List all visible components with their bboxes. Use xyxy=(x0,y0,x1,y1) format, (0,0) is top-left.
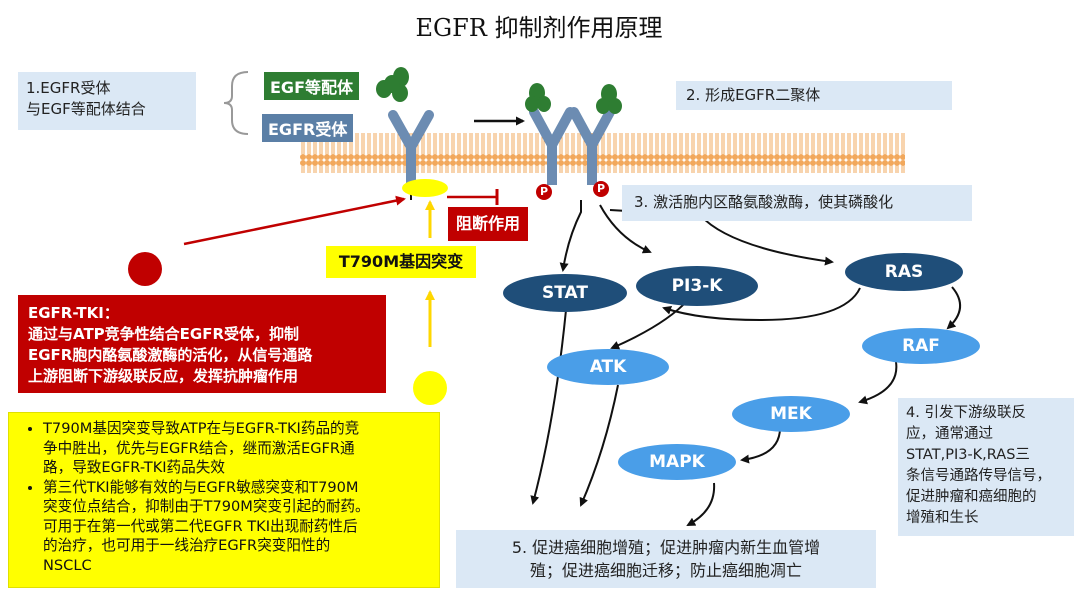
node-mek: MEK xyxy=(732,396,850,432)
node-pi3k: PI3-K xyxy=(636,266,758,306)
tki-line: 上游阻断下游级联反应，发挥抗肿瘤作用 xyxy=(28,367,299,385)
phospho-label: P xyxy=(539,185,549,198)
arrow-to-pi3k xyxy=(599,204,652,254)
arrow-ras-pi3k xyxy=(662,287,861,322)
arrow-ras-raf xyxy=(946,286,961,330)
tki-box: EGFR-TKI： 通过与ATP竞争性结合EGFR受体，抑制 EGFR胞内酪氨酸… xyxy=(18,295,386,393)
node-stat: STAT xyxy=(503,274,627,312)
arrow-mapk-out xyxy=(686,482,716,526)
step3-box: 3. 激活胞内区酪氨酸激酶，使其磷酸化 xyxy=(622,185,972,221)
atp-site-icon xyxy=(402,179,448,197)
notes-box: T790M基因突变导致ATP在与EGFR-TKI药品的竞 争中胜出，优先与EGF… xyxy=(8,412,440,588)
step2-box: 2. 形成EGFR二聚体 xyxy=(676,81,952,110)
egfr-dimer-icon xyxy=(529,107,615,185)
note-item: T790M基因突变导致ATP在与EGFR-TKI药品的竞 争中胜出，优先与EGF… xyxy=(43,419,431,478)
arrow-pi3k-atk xyxy=(610,299,689,350)
block-label: 阻断作用 xyxy=(448,207,528,241)
egf-ligand-icon xyxy=(376,67,409,102)
arrow-mek-mapk xyxy=(740,427,781,464)
step1-line: 1.EGFR受体 xyxy=(26,79,111,97)
tki-heading: EGFR-TKI： xyxy=(28,304,119,322)
egf-ligand-tag: EGF等配体 xyxy=(264,72,359,100)
node-raf: RAF xyxy=(862,328,980,364)
arrow-stat-out xyxy=(530,309,567,505)
phospho-label: P xyxy=(596,182,606,195)
arrow-to-stat xyxy=(559,200,582,272)
step4-box: 4. 引发下游级联反 应，通常通过 STAT,PI3-K,RAS三 条信号通路传… xyxy=(898,398,1074,536)
node-ras: RAS xyxy=(845,253,963,291)
cell-membrane xyxy=(300,133,905,173)
note-item: 第三代TKI能够有效的与EGFR敏感突变和T790M 突变位点结合，抑制由于T7… xyxy=(43,478,431,576)
node-atk: ATK xyxy=(547,349,669,385)
arrow-raf-mek xyxy=(858,361,898,405)
phosphate-icon xyxy=(536,181,609,200)
page-title: EGFR 抑制剂作用原理 xyxy=(415,14,663,42)
step1-box: 1.EGFR受体 与EGF等配体结合 xyxy=(18,72,196,130)
egf-ligand-icon xyxy=(525,83,622,114)
tki-dot xyxy=(128,252,162,286)
tki-line: 通过与ATP竞争性结合EGFR受体，抑制 xyxy=(28,325,300,343)
egfr-receptor-tag: EGFR受体 xyxy=(262,114,354,142)
arrow-atk-out xyxy=(579,384,619,507)
brace-icon xyxy=(223,71,249,135)
tki-arrow xyxy=(183,195,406,246)
step5-box: 5. 促进癌细胞增殖；促进肿瘤内新生血管增 殖；促进癌细胞迁移；防止癌细胞凋亡 xyxy=(456,530,876,588)
step1-line: 与EGF等配体结合 xyxy=(26,100,146,118)
note-dot xyxy=(413,371,447,405)
tki-line: EGFR胞内酪氨酸激酶的活化，从信号通路 xyxy=(28,346,313,364)
node-mapk: MAPK xyxy=(618,444,736,480)
mutation-label: T790M基因突变 xyxy=(326,246,476,278)
